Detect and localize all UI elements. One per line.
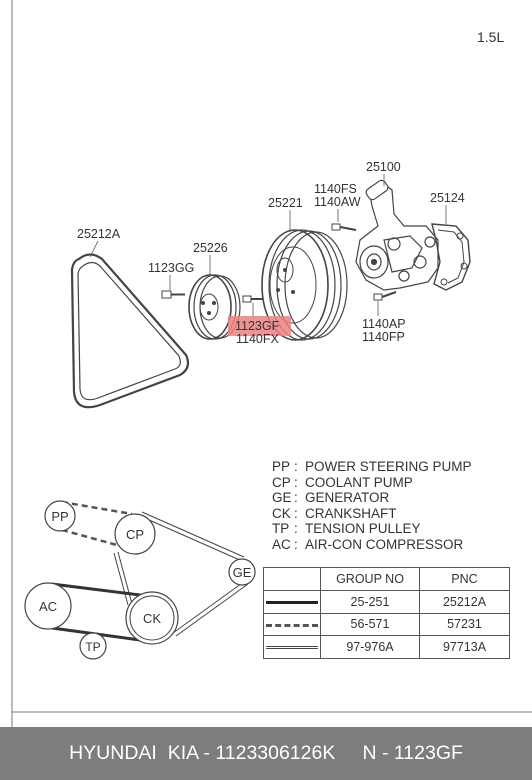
legend-row: AC:AIR-CON COMPRESSOR (272, 536, 464, 552)
legend-desc: CRANKSHAFT (305, 505, 397, 521)
pulley-legend: PP:POWER STEERING PUMP CP:COOLANT PUMP G… (272, 459, 472, 553)
pulley-pp (44, 500, 76, 532)
group-table: GROUP NO PNC 25-251 25212A 56-571 57231 … (263, 567, 510, 659)
part-label-pump-nut-1: 1140AP (362, 317, 406, 331)
legend-row: CP:COOLANT PUMP (272, 474, 413, 490)
pump-pulley-drawing (261, 229, 348, 341)
legend-desc: POWER STEERING PUMP (305, 459, 472, 474)
pulley-ck (125, 591, 179, 645)
part-label-crank-pulley: 25226 (193, 241, 228, 255)
bolt-pump-upper (331, 223, 357, 231)
bolt-crank (161, 290, 185, 299)
part-label-pump-pulley: 25221 (268, 196, 303, 210)
pnc-cell: 57231 (419, 612, 510, 637)
table-header-pnc: PNC (419, 567, 510, 591)
parts-diagram: 1.5L 25212A 25226 1123GG 25221 (11, 0, 532, 727)
legend-code: GE (272, 490, 292, 506)
pulley-label-ge: GE (233, 565, 252, 580)
table-row: 25-251 25212A (263, 589, 510, 614)
legend-code: PP (272, 459, 291, 474)
part-label-belt: 25212A (77, 227, 121, 241)
legend-row: PP:POWER STEERING PUMP (272, 459, 472, 474)
gasket-drawing (431, 223, 471, 291)
line-style-cell (263, 635, 321, 659)
double-line-sample (266, 646, 318, 650)
routing-diagram: PP CP GE AC CK TP (24, 500, 256, 660)
pulley-tp (79, 632, 107, 660)
dashed-line-sample (266, 623, 318, 627)
legend-desc: AIR-CON COMPRESSOR (305, 536, 464, 552)
part-label-pump-bolt-2: 1140AW (314, 195, 361, 209)
group-no-cell: 56-571 (320, 612, 420, 637)
pulley-cp (114, 513, 156, 555)
legend-desc: TENSION PULLEY (305, 521, 421, 537)
legend-code: TP (272, 521, 290, 537)
part-label-pump-nut-2: 1140FP (362, 330, 405, 344)
crank-pulley-drawing (188, 274, 241, 340)
pulley-ge (228, 558, 256, 586)
table-row: 56-571 57231 (263, 612, 510, 637)
part-label-pulley-bolt-1: 1123GF (235, 319, 280, 333)
part-label-water-pump: 25100 (366, 160, 401, 174)
pulley-label-tp: TP (85, 640, 100, 654)
legend-desc: GENERATOR (305, 490, 390, 506)
legend-row: TP:TENSION PULLEY (272, 521, 421, 537)
line-style-cell (263, 612, 321, 637)
solid-line-sample (266, 600, 318, 604)
footer-text: HYUNDAI KIA - 1123306126K N - 1123GF (69, 742, 463, 764)
part-label-pump-bolt-1: 1140FS (314, 182, 357, 196)
pulley-label-pp: PP (51, 509, 68, 524)
group-no-cell: 97-976A (320, 635, 420, 659)
legend-row: CK:CRANKSHAFT (272, 505, 397, 521)
table-header-group-no: GROUP NO (320, 567, 420, 591)
bolt-pulley (242, 295, 263, 303)
legend-desc: COOLANT PUMP (305, 474, 413, 490)
table-header-row: GROUP NO PNC (263, 567, 510, 591)
engine-label: 1.5L (477, 29, 504, 45)
table-row: 97-976A 97713A (263, 635, 510, 659)
highlight-box (228, 316, 291, 336)
pulley-ac (24, 582, 72, 630)
pulley-label-ac: AC (39, 599, 57, 614)
part-label-pulley-bolt-2: 1140FX (236, 332, 280, 346)
part-label-crank-bolt: 1123GG (148, 261, 194, 275)
pnc-cell: 97713A (419, 635, 510, 659)
legend-code: AC (272, 536, 291, 552)
water-pump-drawing (355, 179, 439, 291)
bolt-pump-lower (373, 291, 397, 301)
pulley-label-ck: CK (143, 611, 161, 626)
line-style-cell (263, 589, 321, 614)
group-no-cell: 25-251 (320, 589, 420, 614)
footer-banner: HYUNDAI KIA - 1123306126K N - 1123GF (0, 727, 532, 780)
legend-code: CP (272, 474, 291, 490)
pulley-label-cp: CP (126, 527, 144, 542)
belt-drawing (70, 253, 190, 409)
legend-row: GE:GENERATOR (272, 490, 390, 506)
legend-code: CK (272, 505, 291, 521)
leader-belt (89, 240, 99, 258)
pnc-cell: 25212A (419, 589, 510, 614)
table-header-line (263, 567, 321, 591)
part-label-gasket: 25124 (430, 191, 465, 205)
